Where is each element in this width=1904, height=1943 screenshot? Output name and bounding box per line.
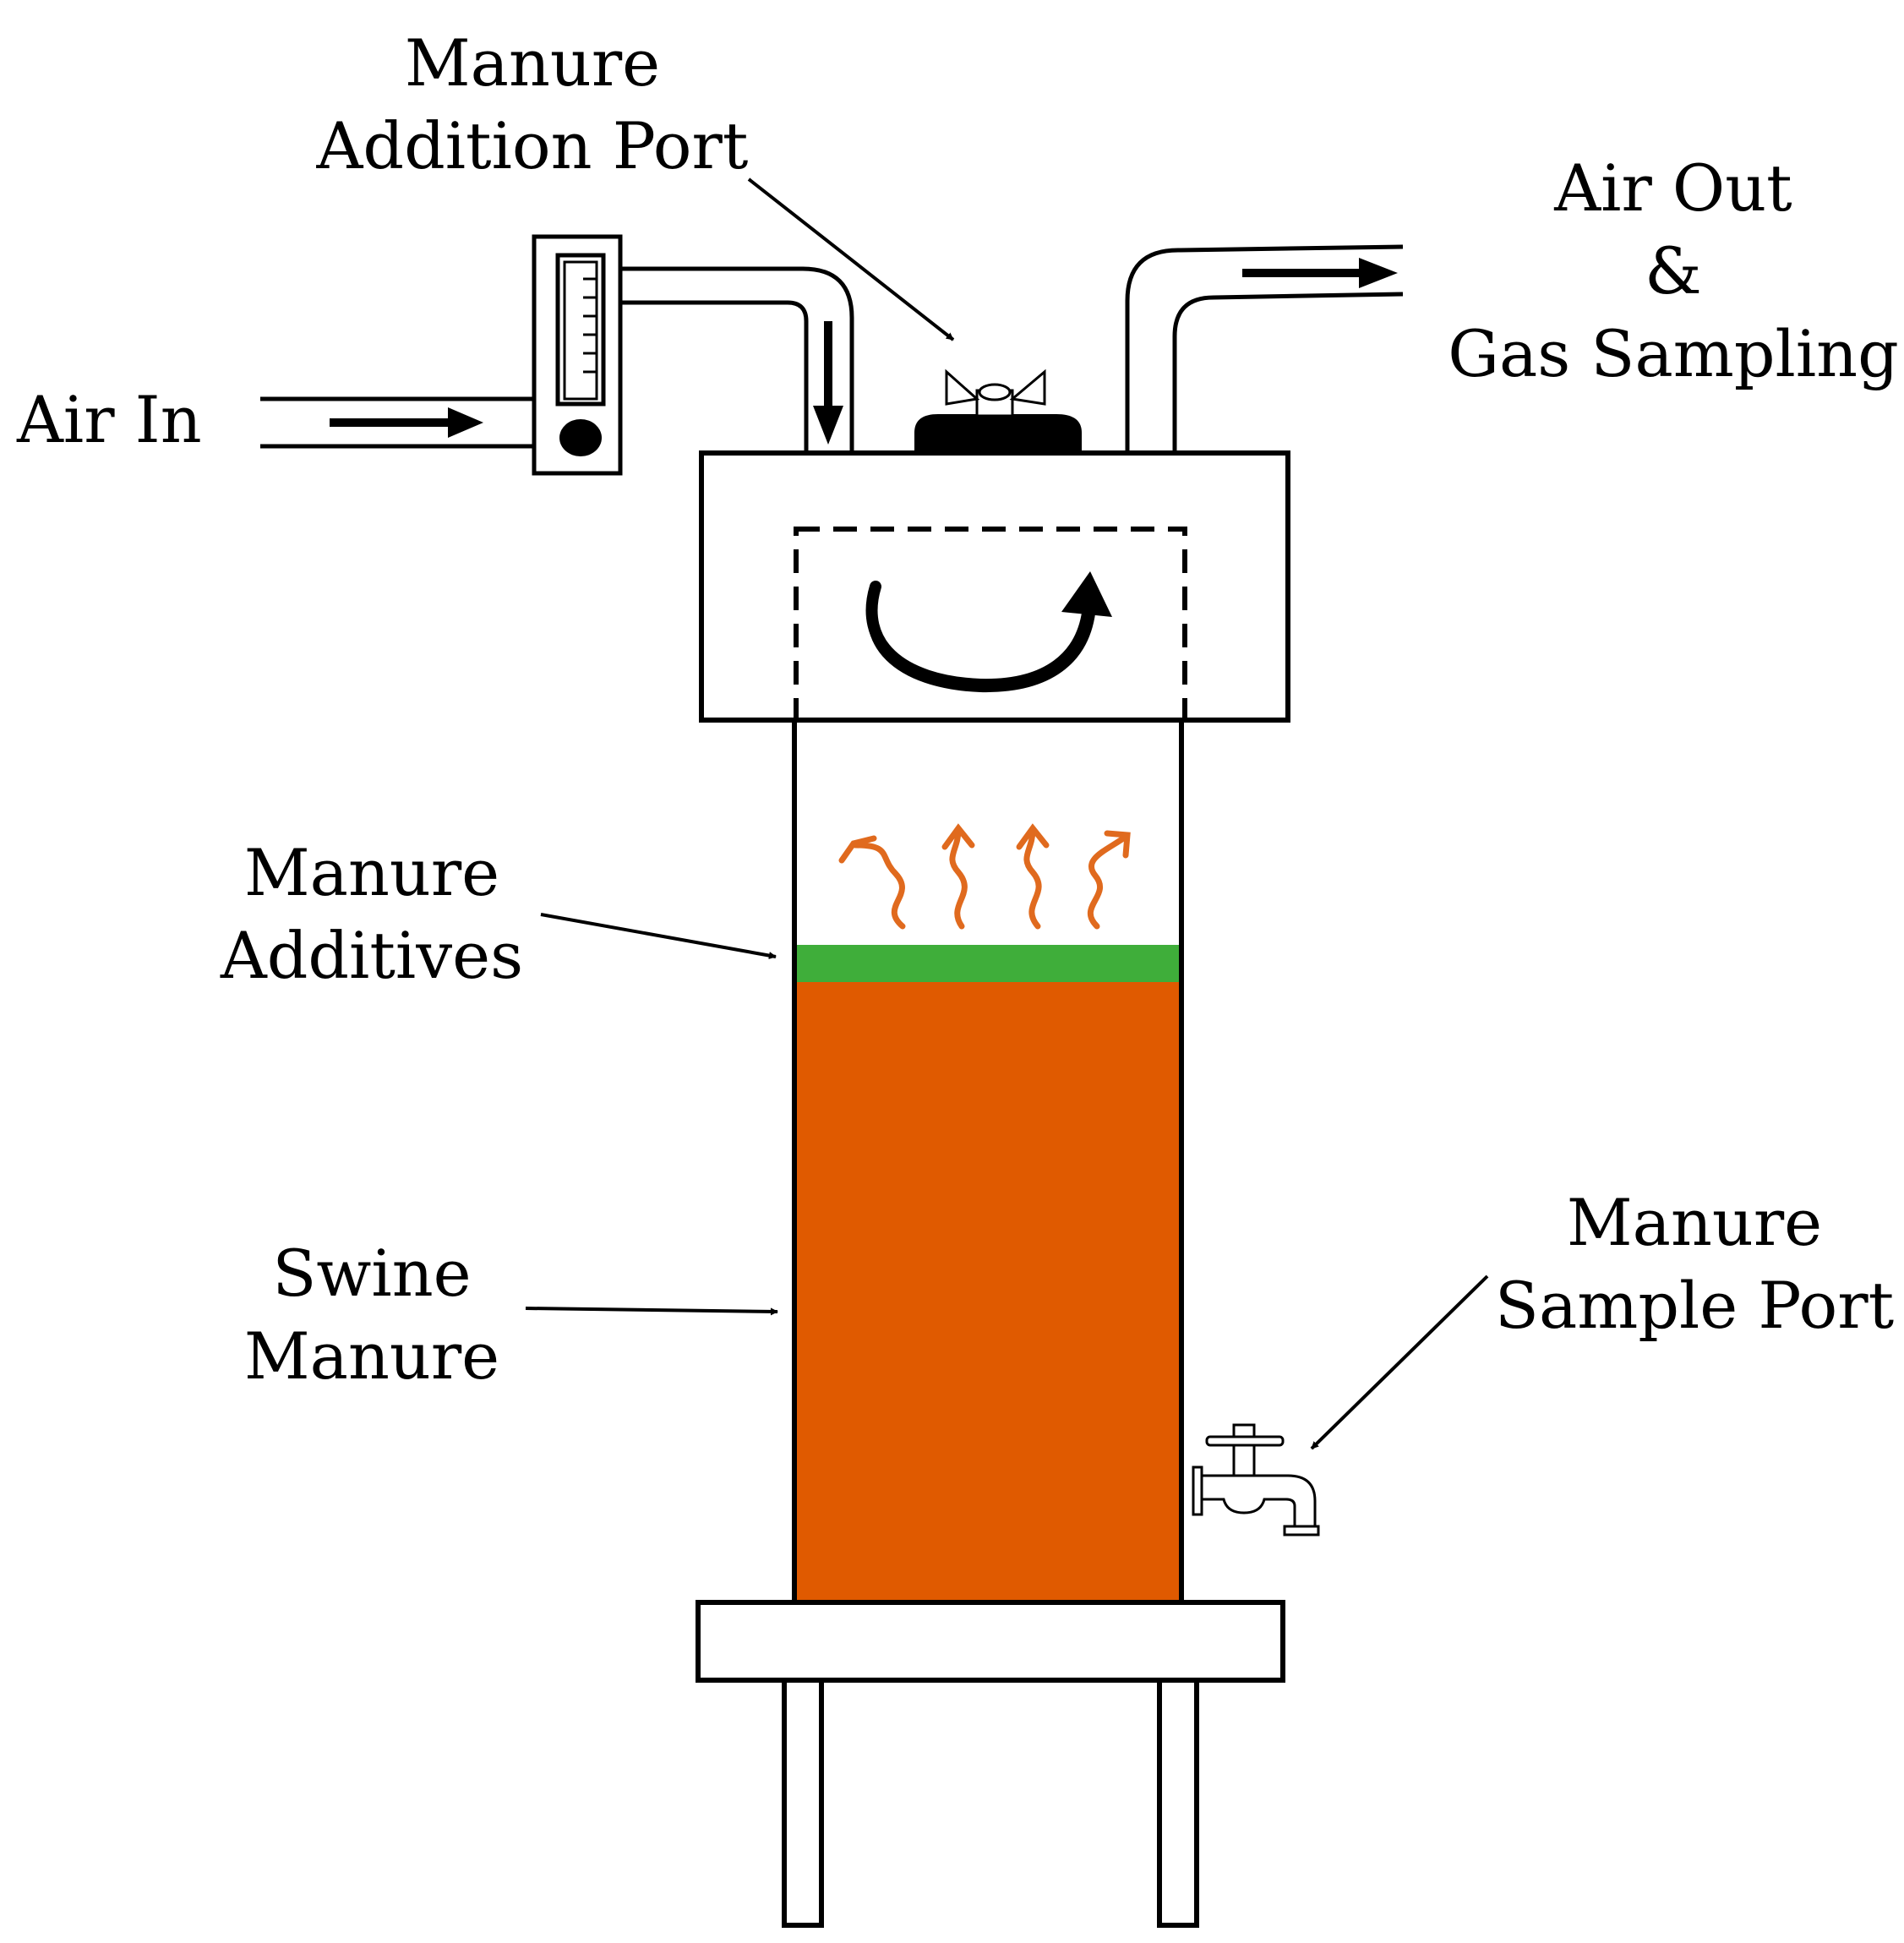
wavy-up-arrow-icon xyxy=(1016,823,1050,930)
stand-platform xyxy=(696,1600,1285,1683)
stand-leg-right xyxy=(1157,1678,1199,1928)
air-out-label-line3: Gas Sampling xyxy=(1448,316,1899,391)
curved-rotation-arrow-icon xyxy=(865,571,1112,693)
manure-layer xyxy=(797,980,1179,1602)
air-in-pipe xyxy=(260,396,534,449)
manure-additives-label: Manure Additives xyxy=(186,832,558,997)
swine-manure-pointer xyxy=(525,1307,778,1316)
mixer-dashed-box xyxy=(794,527,1187,723)
sample-port-pointer xyxy=(1310,1274,1489,1450)
air-in-arrow xyxy=(330,407,483,438)
faucet-icon xyxy=(1192,1423,1320,1536)
wavy-up-arrow-icon xyxy=(941,823,975,930)
inlet-down-arrow xyxy=(813,321,843,445)
manure-additives-label-line1: Manure xyxy=(243,835,500,910)
air-in-label-text: Air In xyxy=(17,382,202,457)
manure-addition-port-label-line2: Addition Port xyxy=(316,108,749,183)
swine-manure-label-line1: Swine xyxy=(272,1236,472,1311)
air-out-arrow xyxy=(1242,258,1398,288)
wavy-up-arrow-icon xyxy=(1087,830,1131,930)
gas-emission-arrows xyxy=(838,823,1131,930)
air-out-label-line2: & xyxy=(1645,233,1702,308)
manure-addition-port-label-line1: Manure xyxy=(404,25,661,101)
manure-sample-port-label-line1: Manure xyxy=(1566,1185,1823,1260)
air-in-label: Air In xyxy=(17,379,228,461)
manure-additives-label-line2: Additives xyxy=(220,918,524,993)
manure-sample-port-label-line2: Sample Port xyxy=(1494,1268,1895,1343)
air-out-label-line1: Air Out xyxy=(1554,150,1792,226)
swine-manure-label: Swine Manure xyxy=(220,1232,524,1398)
manure-sample-port-label: Manure Sample Port xyxy=(1487,1182,1901,1347)
stand-leg-left xyxy=(782,1678,824,1928)
flowmeter-icon xyxy=(532,234,623,476)
headspace-lid xyxy=(699,450,1290,723)
air-out-label: Air Out & Gas Sampling xyxy=(1437,147,1904,396)
addition-port-pointer xyxy=(747,177,955,341)
additives-pointer xyxy=(540,913,777,959)
outlet-elbow-pipe xyxy=(1125,244,1404,453)
swine-manure-label-line2: Manure xyxy=(243,1318,500,1394)
inlet-elbow-pipe xyxy=(620,266,854,453)
manure-addition-port-label: Manure Addition Port xyxy=(287,22,777,188)
wing-nut-cap-icon xyxy=(914,368,1082,453)
additive-layer xyxy=(797,945,1179,982)
wavy-up-arrow-icon xyxy=(838,835,906,930)
